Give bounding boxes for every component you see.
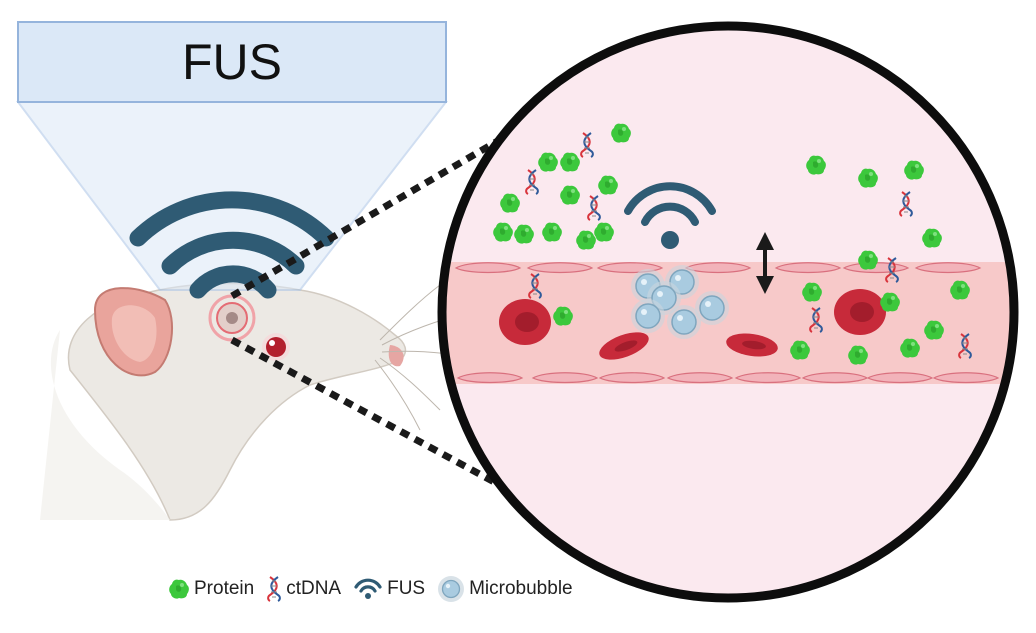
rbc [499,299,551,345]
legend: Protein ctDNA FUS Microbubble [168,574,579,604]
ctdna-icon [267,576,282,602]
legend-item-fus: FUS [353,577,425,601]
nose [388,345,404,367]
fus-wave-icon [354,578,382,599]
focus-target [208,294,256,342]
fus-waves-small [624,182,716,249]
rbc [834,289,886,335]
magnifier-border [437,21,1019,603]
red-blood-cells [499,289,886,360]
legend-label-protein: Protein [194,578,255,599]
protein-icon [169,579,189,599]
mouse [40,282,461,521]
fus-title: FUS [182,34,282,90]
magnified-view [437,21,1019,603]
rbc [599,332,649,360]
ear [93,287,173,377]
legend-label-microbubble: Microbubble [469,578,573,599]
microbubble-icon [438,576,465,602]
legend-item-protein: Protein [168,577,254,601]
legend-label-fus: FUS [387,578,426,599]
legend-label-ctdna: ctDNA [286,578,342,599]
rbc [726,333,778,357]
legend-item-ctdna: ctDNA [266,576,341,602]
transducer-box [17,21,447,103]
legend-item-microbubble: Microbubble [437,575,573,603]
zoom-lines [230,124,522,500]
permeability-arrow [756,232,774,294]
fus-waves-large [129,191,335,299]
eye [262,333,290,361]
